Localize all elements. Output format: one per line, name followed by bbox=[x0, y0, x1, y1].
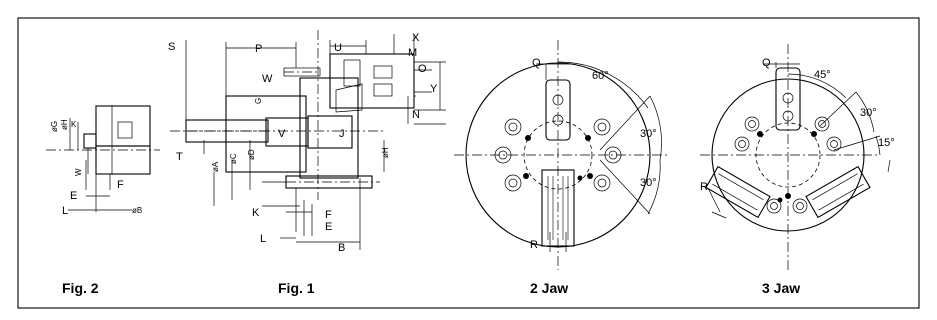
jaw2-drawing bbox=[454, 40, 668, 270]
fig1-label-E: E bbox=[325, 221, 332, 233]
fig1-label-O: O bbox=[418, 63, 427, 75]
fig1-label-K: K bbox=[252, 207, 260, 219]
fig1-label-Y: Y bbox=[430, 83, 438, 95]
jaw2-label-R: R bbox=[530, 239, 538, 251]
fig1-label-T: T bbox=[176, 151, 183, 163]
fig2-label-G: øG bbox=[50, 121, 59, 132]
fig2-label-F: F bbox=[117, 179, 124, 191]
fig2-label-E: E bbox=[70, 190, 77, 202]
fig1-label-P: P bbox=[255, 43, 262, 55]
fig1-label-V: V bbox=[278, 128, 286, 140]
fig1-label-X: X bbox=[412, 32, 420, 44]
fig1-label-W: W bbox=[262, 73, 273, 85]
fig1-label-N: N bbox=[412, 109, 420, 121]
fig1-label-S: S bbox=[168, 41, 175, 53]
fig2-label-L: L bbox=[62, 205, 68, 217]
fig2-label-B: øB bbox=[132, 206, 142, 215]
fig1-label-U: U bbox=[334, 42, 342, 54]
fig1-label-M: M bbox=[408, 47, 417, 59]
caption-3-jaw: 3 Jaw bbox=[762, 280, 800, 296]
fig2-label-W: W bbox=[74, 168, 83, 176]
jaw2-angle-60: 60° bbox=[592, 70, 609, 82]
jaw3-angle-45: 45° bbox=[814, 69, 831, 81]
jaw3-drawing bbox=[700, 44, 891, 270]
caption-fig2: Fig. 2 bbox=[62, 280, 99, 296]
fig1-label-F: F bbox=[325, 209, 332, 221]
jaw2-angle-30-lower: 30° bbox=[640, 177, 657, 189]
fig1-label-C: øC bbox=[229, 153, 238, 164]
fig1-label-H: øH bbox=[381, 147, 390, 158]
caption-2-jaw: 2 Jaw bbox=[530, 280, 568, 296]
jaw2-label-Q: Q bbox=[532, 57, 541, 69]
fig1-label-A: øA bbox=[211, 161, 220, 172]
jaw3-label-Q: Q bbox=[762, 57, 771, 69]
jaw3-angle-30: 30° bbox=[860, 107, 877, 119]
fig1-drawing bbox=[170, 30, 446, 250]
fig1-label-B: B bbox=[338, 242, 345, 254]
jaw3-label-R: R bbox=[700, 181, 708, 193]
fig2-drawing bbox=[46, 105, 160, 212]
jaw2-angle-30-upper: 30° bbox=[640, 128, 657, 140]
fig1-label-D: øD bbox=[247, 149, 256, 160]
fig2-label-H: øH bbox=[60, 119, 69, 130]
caption-fig1: Fig. 1 bbox=[278, 280, 315, 296]
fig1-label-L: L bbox=[260, 233, 266, 245]
jaw3-angle-15: 15° bbox=[878, 137, 895, 149]
drawing-frame bbox=[17, 17, 920, 309]
fig1-label-G: G bbox=[254, 98, 263, 104]
fig2-label-K: K bbox=[71, 120, 77, 129]
fig1-label-J: J bbox=[339, 128, 345, 140]
